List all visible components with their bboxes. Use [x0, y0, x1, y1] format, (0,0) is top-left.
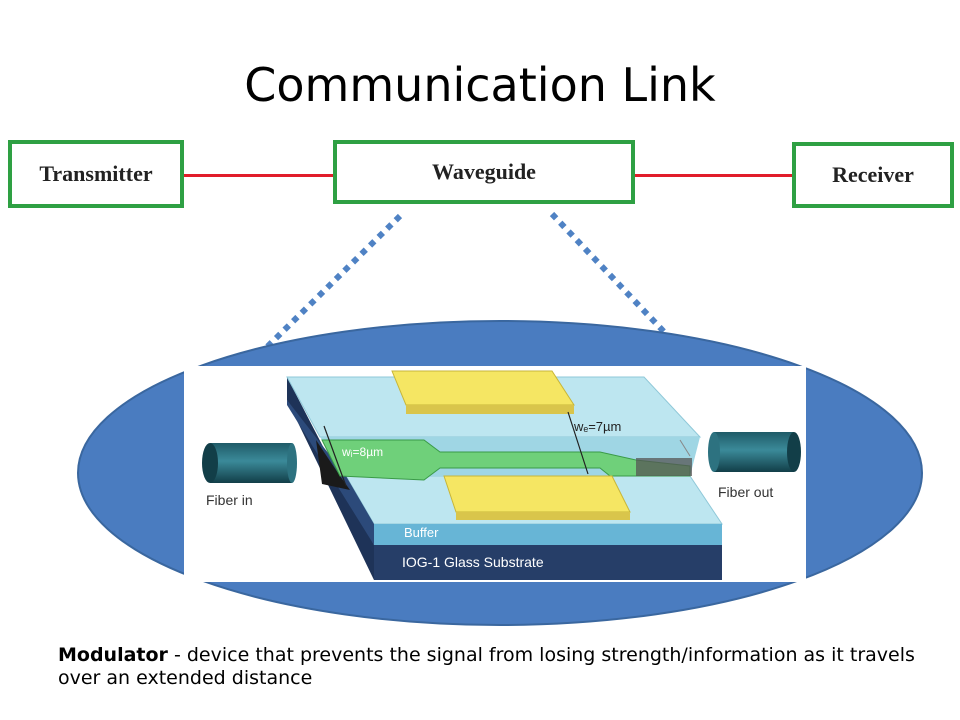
- substrate-label: IOG-1 Glass Substrate: [402, 554, 544, 570]
- waveguide-label: Waveguide: [432, 159, 536, 184]
- width-out-label: wₑ=7µm: [573, 419, 621, 434]
- zoom-line-left: [263, 213, 403, 351]
- receiver-block: Receiver: [792, 142, 954, 208]
- width-in-label: wᵢ=8µm: [341, 445, 383, 459]
- substrate-front: [374, 545, 722, 580]
- top-electrode-front: [406, 405, 574, 414]
- fiber-in-label: Fiber in: [206, 492, 253, 508]
- link-line-right: [635, 174, 792, 177]
- transmitter-block: Transmitter: [8, 140, 184, 208]
- gap-arrow: [679, 439, 691, 457]
- buffer-front-face: [374, 524, 722, 545]
- zoom-line-right: [549, 211, 671, 339]
- fiber-out: [708, 432, 801, 472]
- waveguide-block: Waveguide: [333, 140, 635, 204]
- top-electrode-top: [391, 370, 575, 406]
- fiber-in: [202, 443, 297, 483]
- bottom-electrode-front: [456, 512, 630, 520]
- width-out-arrow: [567, 411, 589, 475]
- page-title: Communication Link: [244, 58, 716, 112]
- transmitter-label: Transmitter: [39, 161, 153, 186]
- width-in-arrow: [323, 425, 347, 487]
- description-text: - device that prevents the signal from l…: [58, 644, 915, 689]
- bottom-electrode-top: [443, 475, 631, 513]
- modulator-description: Modulator - device that prevents the sig…: [58, 644, 918, 690]
- buffer-label: Buffer: [404, 525, 439, 540]
- entrance-shadow: [316, 440, 350, 490]
- link-line-left: [184, 174, 333, 177]
- receiver-label: Receiver: [832, 162, 914, 187]
- description-term: Modulator: [58, 644, 168, 666]
- output-stub: [636, 458, 692, 476]
- fiber-out-label: Fiber out: [718, 484, 773, 500]
